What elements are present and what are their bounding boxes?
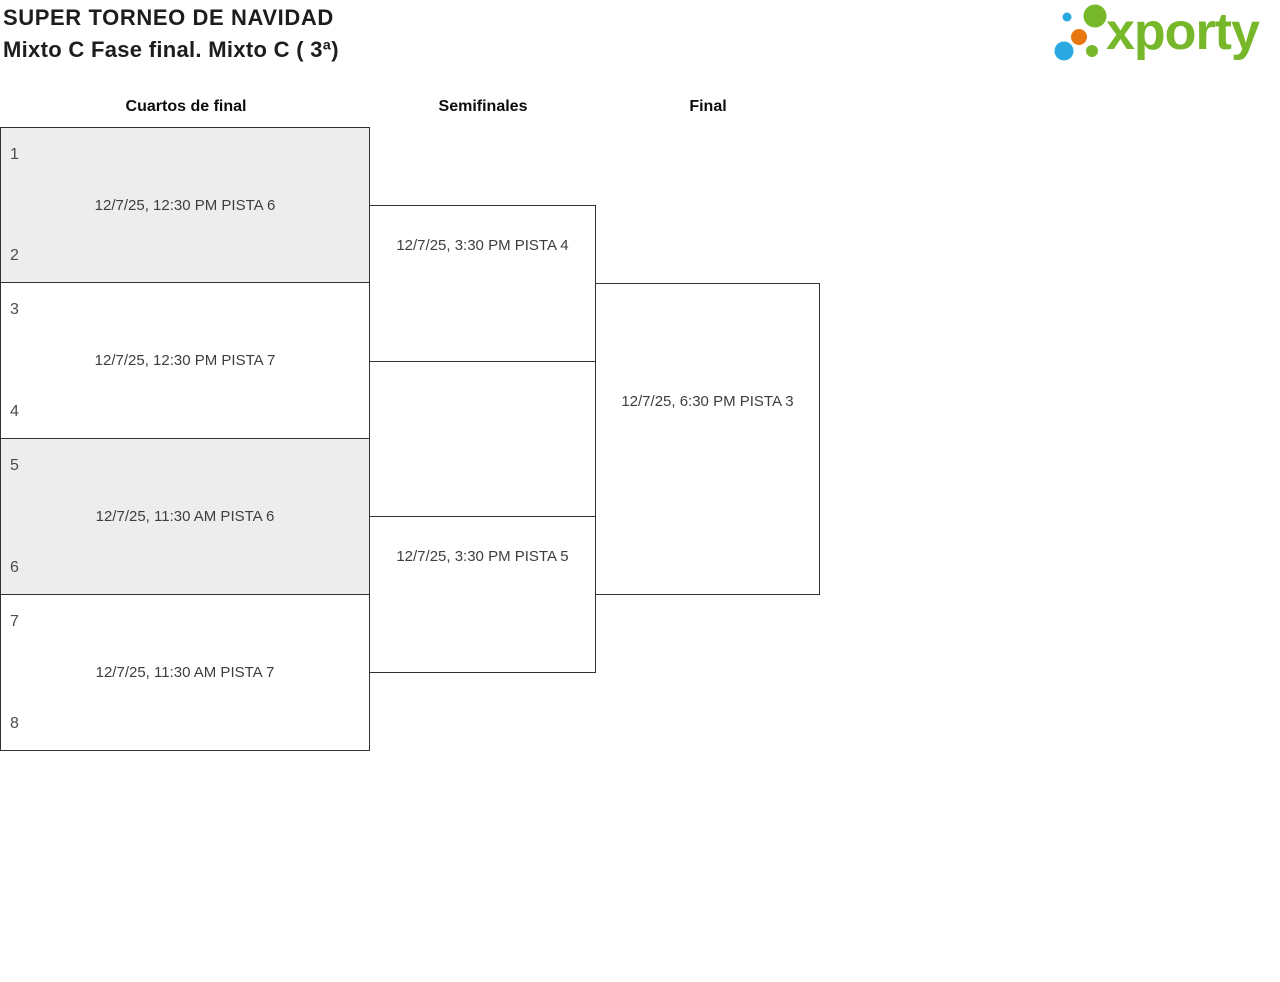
match-quarterfinal-2[interactable]: 3 12/7/25, 12:30 PM PISTA 7 4: [0, 282, 370, 439]
xporty-wordmark: xporty: [1106, 3, 1260, 61]
match-semifinal-1[interactable]: 12/7/25, 3:30 PM PISTA 4: [369, 205, 596, 362]
category-subtitle: Mixto C Fase final. Mixto C ( 3ª): [3, 37, 339, 62]
match-schedule: 12/7/25, 3:30 PM PISTA 5: [396, 548, 569, 565]
seed-label: 3: [10, 301, 19, 318]
seed-label: 5: [10, 457, 19, 474]
seed-label: 1: [10, 146, 19, 163]
match-schedule: 12/7/25, 6:30 PM PISTA 3: [621, 393, 794, 410]
seed-label: 2: [10, 247, 19, 264]
match-quarterfinal-3[interactable]: 5 12/7/25, 11:30 AM PISTA 6 6: [0, 438, 370, 595]
tournament-title: SUPER TORNEO DE NAVIDAD: [3, 5, 334, 30]
seed-label: 6: [10, 559, 19, 576]
seed-label: 7: [10, 613, 19, 630]
match-quarterfinal-1[interactable]: 1 12/7/25, 12:30 PM PISTA 6 2: [0, 127, 370, 283]
seed-label: 4: [10, 403, 19, 420]
xporty-dots-icon: [1054, 4, 1107, 61]
match-final[interactable]: 12/7/25, 6:30 PM PISTA 3: [595, 283, 820, 595]
match-semifinal-2[interactable]: 12/7/25, 3:30 PM PISTA 5: [369, 516, 596, 673]
match-schedule: 12/7/25, 12:30 PM PISTA 6: [94, 197, 276, 214]
round-header-cuartos: Cuartos de final: [125, 98, 247, 115]
match-schedule: 12/7/25, 3:30 PM PISTA 4: [396, 237, 569, 254]
page-header: SUPER TORNEO DE NAVIDAD Mixto C Fase fin…: [3, 2, 339, 65]
match-schedule: 12/7/25, 11:30 AM PISTA 7: [95, 664, 275, 681]
round-header-final: Final: [689, 98, 727, 115]
round-header-semifinales: Semifinales: [438, 98, 528, 115]
xporty-logo[interactable]: xporty: [1046, 3, 1276, 69]
match-quarterfinal-4[interactable]: 7 12/7/25, 11:30 AM PISTA 7 8: [0, 594, 370, 751]
match-schedule: 12/7/25, 11:30 AM PISTA 6: [95, 508, 275, 525]
seed-label: 8: [10, 715, 19, 732]
match-schedule: 12/7/25, 12:30 PM PISTA 7: [94, 352, 276, 369]
